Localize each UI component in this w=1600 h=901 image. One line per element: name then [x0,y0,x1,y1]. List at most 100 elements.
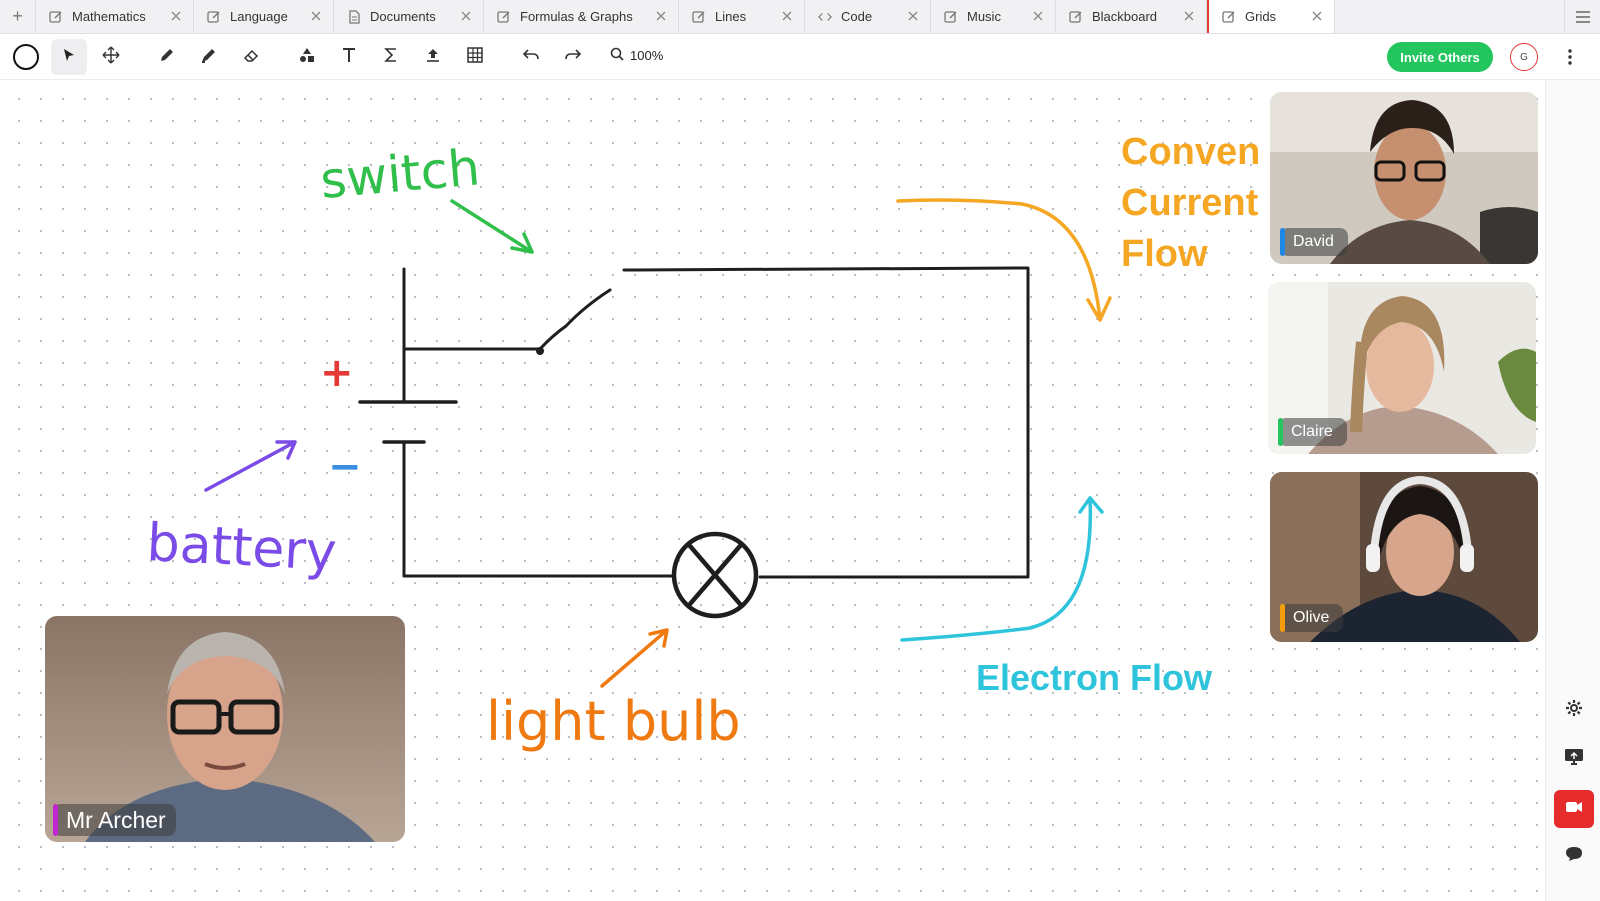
participant-video-tile[interactable]: David [1270,92,1538,264]
participant-camera-feed [1270,92,1538,264]
close-icon[interactable] [907,10,919,22]
screen-share-icon [1564,748,1584,771]
light-bulb-symbol [671,531,759,619]
record-button[interactable] [1554,790,1594,828]
tab-blackboard[interactable]: Blackboard [1056,0,1207,33]
participant-video-tile[interactable]: Olive [1270,472,1538,642]
formula-tool-button[interactable] [373,39,409,75]
close-icon[interactable] [655,10,667,22]
close-icon[interactable] [170,10,182,22]
gear-icon [1565,699,1583,722]
conventional-current-label-line3: Flow [1121,233,1208,275]
chat-bubble-icon [1565,846,1583,867]
tab-label: Grids [1245,9,1277,24]
upload-icon [425,47,441,68]
participant-name: Claire [1291,423,1333,440]
switch-lever [538,288,612,351]
redo-icon [564,48,582,67]
pencil-icon [159,47,175,68]
conventional-current-label-line1: Conven [1121,131,1260,173]
edit-icon [497,10,511,24]
tab-label: Documents [370,9,436,24]
edit-icon [692,10,706,24]
text-icon [341,47,357,68]
close-icon[interactable] [1311,10,1323,22]
electron-flow-arrow [900,496,1104,642]
screen-share-button[interactable] [1554,740,1594,778]
select-tool-button[interactable] [51,39,87,75]
color-picker-button[interactable] [8,39,44,75]
host-name-tag: Mr Archer [53,804,176,836]
toolbar: 100% Invite Others G [0,34,1600,80]
tab-label: Music [967,9,1001,24]
add-tab-button[interactable]: + [0,0,36,33]
battery-arrow [204,440,297,492]
battery-label: battery [145,513,338,583]
tab-grids[interactable]: Grids [1207,0,1335,33]
shapes-tool-button[interactable] [289,39,325,75]
conventional-current-arrow [896,198,1112,322]
close-icon[interactable] [1183,10,1195,22]
hamburger-menu-icon[interactable] [1564,0,1600,34]
table-tool-button[interactable] [457,39,493,75]
tab-lines[interactable]: Lines [679,0,805,33]
marker-icon [200,46,218,69]
close-icon[interactable] [460,10,472,22]
undo-button[interactable] [513,39,549,75]
move-tool-button[interactable] [93,39,129,75]
code-icon [818,10,832,24]
invite-others-button[interactable]: Invite Others [1387,42,1493,72]
circuit-wire-bottom-left [402,463,674,578]
edit-icon [1069,10,1083,24]
battery-minus-sign: − [328,444,362,490]
undo-icon [522,48,540,67]
tab-music[interactable]: Music [931,0,1056,33]
close-icon[interactable] [781,10,793,22]
upload-tool-button[interactable] [415,39,451,75]
table-grid-icon [466,46,484,69]
participant-name-tag: Claire [1278,418,1347,446]
eraser-tool-button[interactable] [233,39,269,75]
participant-accent-bar [1280,228,1285,256]
search-icon [610,47,624,64]
drawing-layer: + − switch battery light bulb Conven Cur… [145,131,1260,753]
close-icon[interactable] [1032,10,1044,22]
whiteboard-canvas[interactable]: + − switch battery light bulb Conven Cur… [0,80,1545,901]
tab-label: Lines [715,9,747,24]
close-icon[interactable] [310,10,322,22]
circuit-wire-top-left [402,267,542,351]
light-bulb-cross [687,543,743,607]
text-tool-button[interactable] [331,39,367,75]
conventional-current-label-line2: Current [1121,182,1259,224]
cursor-arrow-icon [61,47,77,68]
edit-icon [49,10,63,24]
circuit-wire-top-right [622,266,1030,579]
settings-button[interactable] [1554,691,1594,729]
pencil-tool-button[interactable] [149,39,185,75]
tab-code[interactable]: Code [805,0,931,33]
zoom-control[interactable]: 100% [610,47,663,64]
participant-video-tile[interactable]: Claire [1268,282,1536,454]
participant-name-tag: Olive [1280,604,1344,632]
more-options-icon[interactable] [1558,45,1582,69]
chat-button[interactable] [1554,837,1594,875]
avatar[interactable]: G [1510,43,1538,71]
marker-tool-button[interactable] [191,39,227,75]
right-rail [1545,80,1600,901]
participant-camera-feed [1270,472,1538,642]
move-arrows-icon [102,46,120,69]
electron-flow-label: Electron Flow [976,657,1213,698]
tab-mathematics[interactable]: Mathematics [36,0,194,33]
host-accent-bar [53,804,58,836]
tab-documents[interactable]: Documents [334,0,484,33]
redo-button[interactable] [555,39,591,75]
tab-formulas-graphs[interactable]: Formulas & Graphs [484,0,679,33]
edit-icon [207,10,221,24]
switch-pivot [536,347,544,355]
participant-accent-bar [1278,418,1283,446]
tab-language[interactable]: Language [194,0,334,33]
participant-name: David [1293,233,1334,250]
host-video-tile[interactable]: Mr Archer [45,616,405,842]
document-icon [347,9,361,24]
light-bulb-arrow [600,628,669,688]
